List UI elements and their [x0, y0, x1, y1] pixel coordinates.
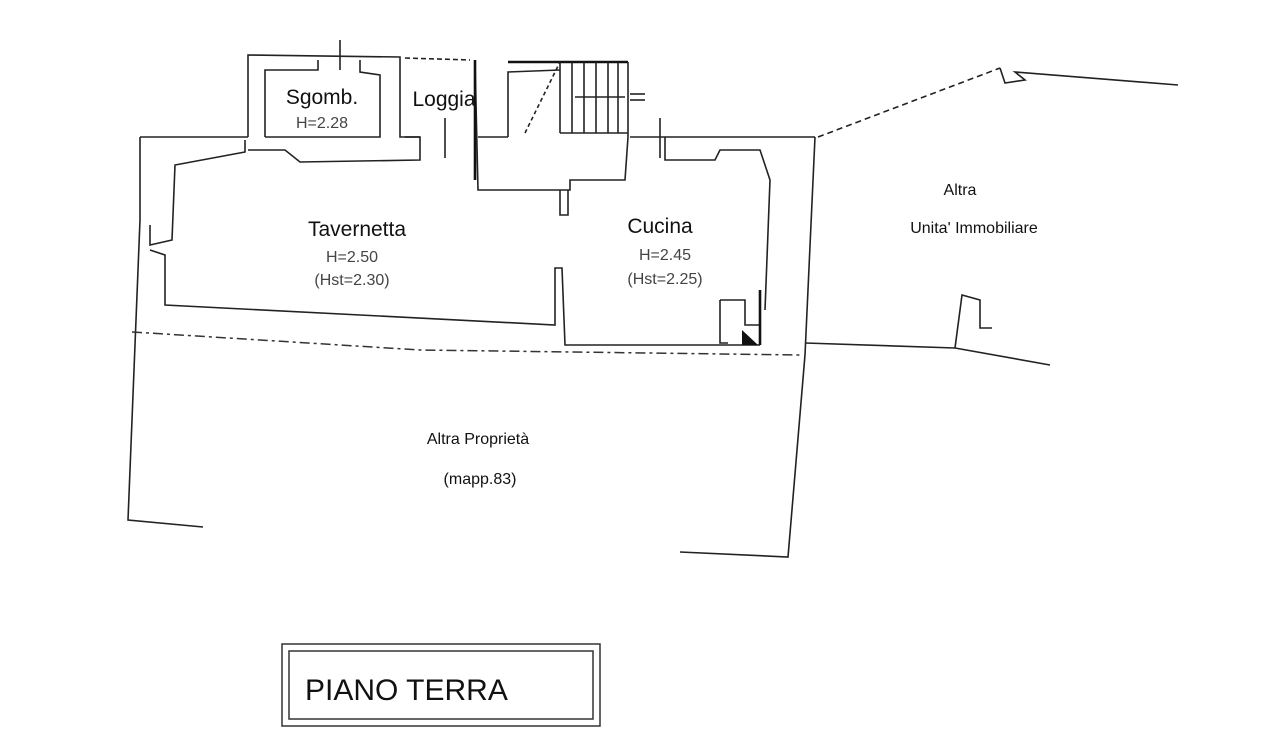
svg-text:(mapp.83): (mapp.83)	[444, 471, 517, 488]
plan-title: PIANO TERRA	[305, 674, 508, 707]
room-loggia: Loggia	[412, 88, 475, 111]
neighbor-bottom: Altra Proprietà (mapp.83)	[427, 431, 529, 488]
stair-treads	[559, 62, 645, 133]
flue-icon	[742, 330, 758, 345]
room-sgomb: Sgomb. H=2.28	[286, 86, 358, 132]
svg-text:Unita' Immobiliare: Unita' Immobiliare	[910, 220, 1038, 237]
walls	[127, 40, 1179, 558]
svg-text:(Hst=2.30): (Hst=2.30)	[314, 272, 389, 289]
room-tavernetta: Tavernetta H=2.50 (Hst=2.30)	[308, 218, 406, 289]
svg-text:Altra: Altra	[944, 182, 977, 199]
title-box: PIANO TERRA	[281, 643, 601, 727]
svg-text:Tavernetta: Tavernetta	[308, 218, 406, 241]
svg-text:Altra Proprietà: Altra Proprietà	[427, 431, 529, 448]
room-cucina: Cucina H=2.45 (Hst=2.25)	[627, 215, 702, 288]
svg-text:Cucina: Cucina	[627, 215, 693, 238]
svg-text:H=2.45: H=2.45	[639, 247, 691, 264]
svg-text:H=2.50: H=2.50	[326, 249, 378, 266]
svg-text:Sgomb.: Sgomb.	[286, 86, 358, 109]
neighbor-right: Altra Unita' Immobiliare	[910, 182, 1038, 237]
svg-text:(Hst=2.25): (Hst=2.25)	[627, 271, 702, 288]
svg-text:H=2.28: H=2.28	[296, 115, 348, 132]
